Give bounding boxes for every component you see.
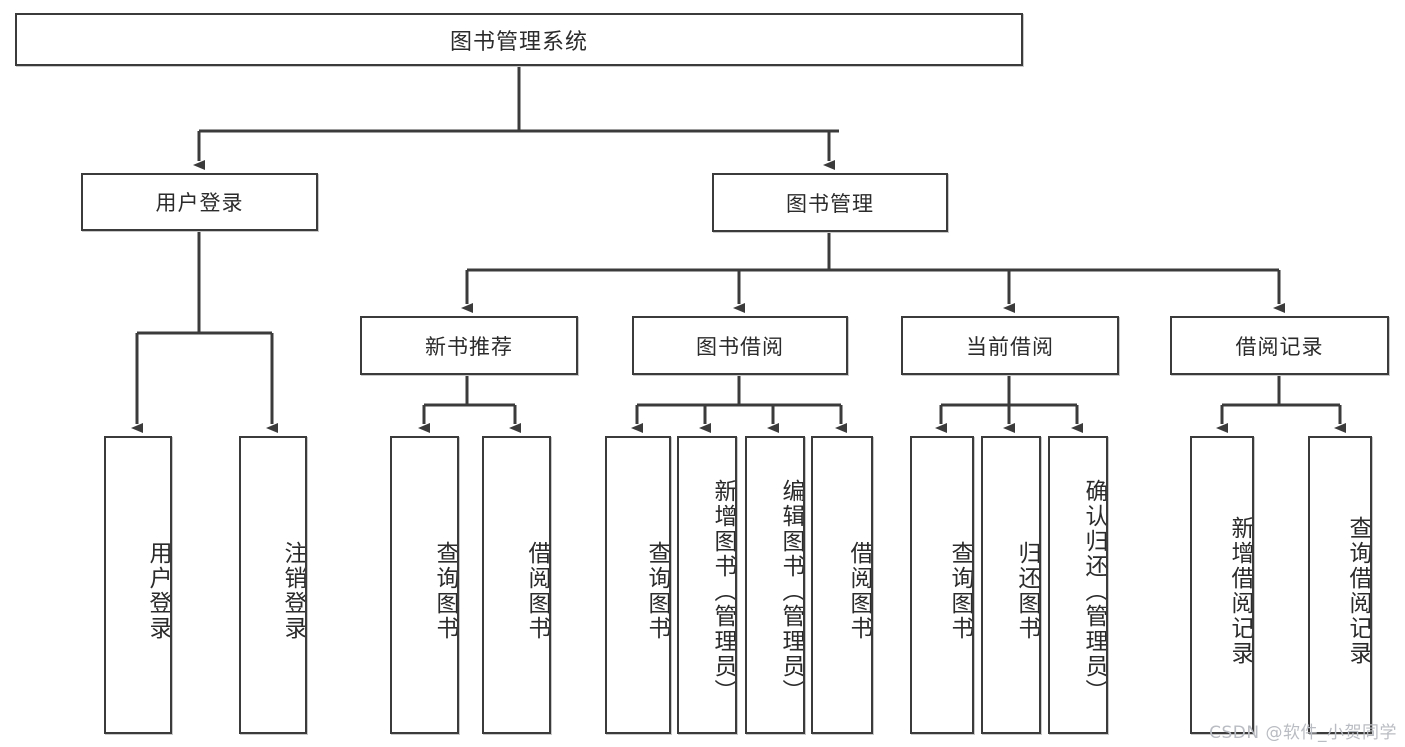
watermark-text: CSDN @软件_小贺同学: [1209, 723, 1397, 743]
node-book-management[interactable]: 图书管理: [712, 173, 948, 232]
leaf-borrow-book[interactable]: 借阅图书: [811, 436, 873, 734]
node-borrow-record[interactable]: 借阅记录: [1170, 316, 1389, 375]
node-user-login[interactable]: 用户登录: [81, 173, 318, 231]
leaf-user-login[interactable]: 用户登录: [104, 436, 172, 734]
leaf-confirm-return-admin[interactable]: 确认归还（管理员）: [1048, 436, 1108, 734]
leaf-borrow-book-recommend[interactable]: 借阅图书: [482, 436, 551, 734]
leaf-return-book[interactable]: 归还图书: [981, 436, 1041, 734]
leaf-add-borrow-record[interactable]: 新增借阅记录: [1190, 436, 1254, 734]
leaf-query-book-recommend[interactable]: 查询图书: [390, 436, 459, 734]
leaf-query-book-borrow[interactable]: 查询图书: [605, 436, 671, 734]
leaf-edit-book-admin[interactable]: 编辑图书（管理员）: [745, 436, 805, 734]
node-current-borrow[interactable]: 当前借阅: [901, 316, 1119, 375]
leaf-add-book-admin[interactable]: 新增图书（管理员）: [677, 436, 737, 734]
node-book-borrow[interactable]: 图书借阅: [632, 316, 848, 375]
leaf-query-borrow-record[interactable]: 查询借阅记录: [1308, 436, 1372, 734]
leaf-logout-login[interactable]: 注销登录: [239, 436, 307, 734]
node-root[interactable]: 图书管理系统: [15, 13, 1023, 66]
leaf-query-book-current[interactable]: 查询图书: [910, 436, 974, 734]
node-new-book-recommend[interactable]: 新书推荐: [360, 316, 578, 375]
